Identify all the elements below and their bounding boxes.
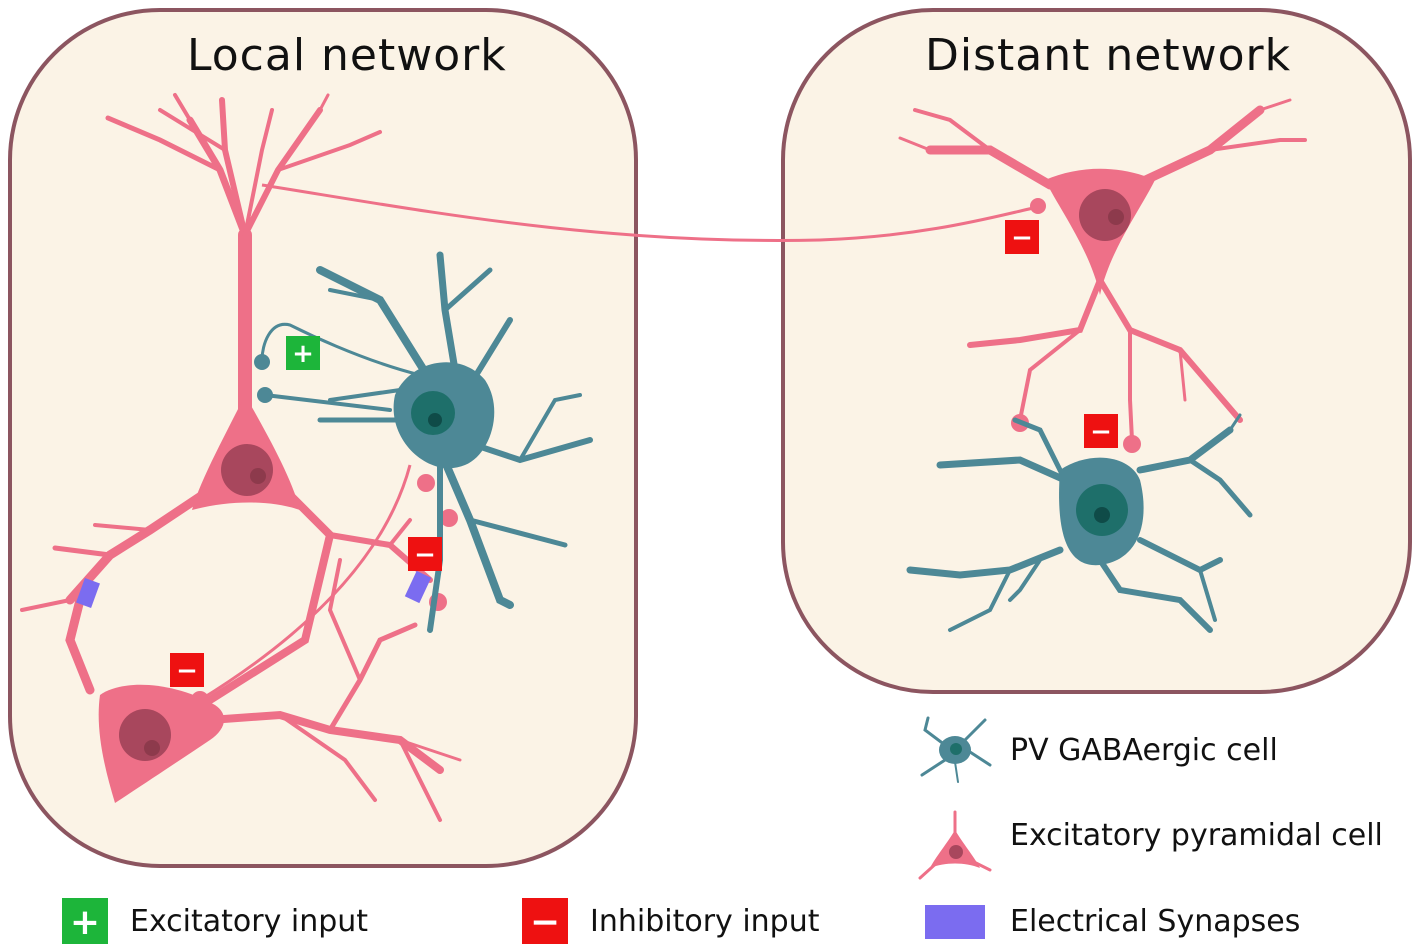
local-pyramidal-nucleolus-top xyxy=(250,468,266,484)
axon-terminal-distant xyxy=(1030,198,1046,214)
inhibitory-badge-distant-lower xyxy=(1084,414,1118,448)
legend-excitatory-input-label: Excitatory input xyxy=(130,904,369,939)
local-pyramidal-nucleus-bottom xyxy=(119,709,171,761)
local-terminal-bottom-soma xyxy=(191,691,209,709)
distant-pv-nucleolus xyxy=(1094,507,1110,523)
excitatory-input-icon xyxy=(62,898,108,944)
legend-inhibitory-input-label: Inhibitory input xyxy=(590,904,820,939)
inhibitory-badge-distant-upper-symbol: − xyxy=(1011,223,1033,253)
distant-pv-cell xyxy=(906,413,1253,633)
legend-pyramidal-cell-label: Excitatory pyramidal cell xyxy=(1010,818,1383,853)
electrical-synapse-right xyxy=(404,570,432,604)
inhibitory-input-icon-symbol: − xyxy=(530,902,560,943)
local-pyramidal-cell-bottom xyxy=(65,558,462,822)
local-terminal-a xyxy=(417,474,435,492)
local-pyramidal-nucleus-top xyxy=(221,444,273,496)
pv-axon-to-bottom-pyramidal xyxy=(199,464,412,702)
distant-pyramidal-cell xyxy=(898,98,1307,442)
distant-pyramidal-nucleus xyxy=(1079,189,1131,241)
local-network-title: Local network xyxy=(187,30,507,81)
pv-terminal-a xyxy=(254,354,270,370)
local-terminal-b xyxy=(440,509,458,527)
electrical-synapses-icon xyxy=(925,905,985,939)
distant-terminal-right xyxy=(1123,435,1141,453)
legend-pv-cell-label: PV GABAergic cell xyxy=(1010,733,1278,768)
distant-network-panel xyxy=(781,8,1412,694)
long-range-axon xyxy=(261,183,1039,242)
inhibitory-badge-local-lower-symbol: − xyxy=(176,656,198,686)
local-pv-nucleolus xyxy=(428,413,442,427)
inhibitory-badge-local-upper xyxy=(408,537,442,571)
inhibitory-badge-local-lower xyxy=(170,653,204,687)
excitatory-badge-local-symbol: + xyxy=(292,339,314,369)
local-network-panel xyxy=(8,8,638,868)
excitatory-badge-local xyxy=(286,336,320,370)
electrical-synapse-left xyxy=(76,578,100,608)
inhibitory-input-icon xyxy=(522,898,568,944)
local-pyramidal-nucleolus-bottom xyxy=(144,740,160,756)
excitatory-input-icon-symbol: + xyxy=(70,902,100,943)
inhibitory-badge-distant-lower-symbol: − xyxy=(1090,417,1112,447)
inhibitory-badge-distant-upper xyxy=(1005,220,1039,254)
local-pv-nucleus xyxy=(411,391,455,435)
legend-electrical-synapses-label: Electrical Synapses xyxy=(1010,904,1301,939)
pyramidal-cell-icon-nucleus xyxy=(949,845,963,859)
pv-cell-icon-nucleus xyxy=(950,743,962,755)
distant-pyramidal-nucleolus xyxy=(1108,209,1124,225)
pv-terminal-b xyxy=(257,387,273,403)
pv-cell-icon xyxy=(920,716,992,783)
distant-network-title: Distant network xyxy=(925,30,1292,81)
inhibitory-badge-local-upper-symbol: − xyxy=(414,540,436,570)
